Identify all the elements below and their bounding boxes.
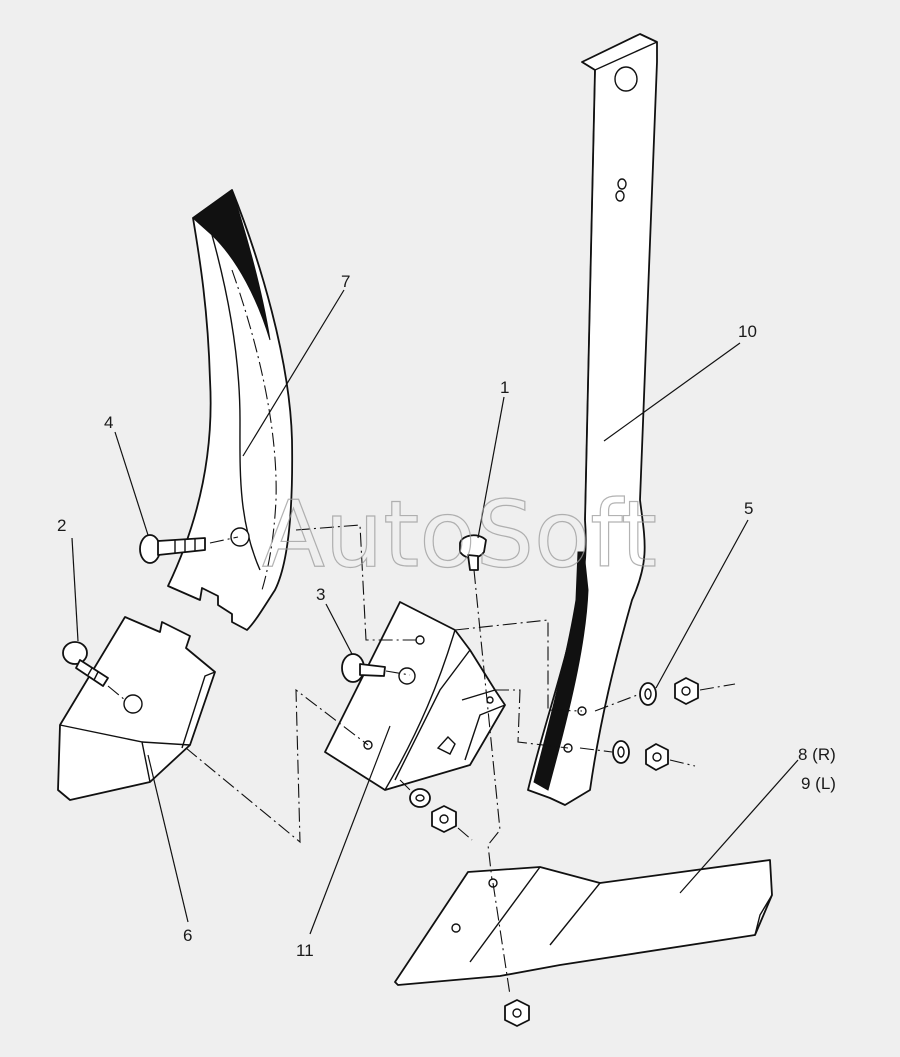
moldboard-bolt-hole [230, 527, 250, 547]
bracket-hole-d [486, 696, 494, 704]
assembly-centerlines [107, 524, 736, 996]
callout-8: 8 (R) [798, 745, 836, 764]
shank-top-hole [614, 66, 638, 92]
callout-10: 10 [738, 322, 757, 341]
callout-1: 1 [500, 378, 509, 397]
bracket-hole-b [398, 667, 416, 685]
leader-lines [71, 289, 799, 935]
part-6-wing-plate [57, 616, 216, 801]
watermark: AutoSoft [262, 481, 657, 588]
shank-hole-a [617, 178, 627, 190]
callout-4: 4 [104, 413, 113, 432]
share-hole-b [451, 923, 461, 933]
shank-wear-strip [533, 551, 589, 791]
bolt-1 [459, 534, 487, 571]
bolt-2 [62, 641, 109, 687]
wing-bolt-hole [123, 694, 143, 714]
part-11-bracket [324, 601, 506, 791]
callout-9: 9 (L) [801, 774, 836, 793]
part-7-moldboard [167, 189, 294, 631]
callout-6: 6 [183, 926, 192, 945]
part-8-9-share [394, 859, 773, 986]
callout-5: 5 [744, 499, 753, 518]
callout-11: 11 [296, 941, 314, 960]
bolt-4 [139, 534, 206, 564]
moldboard-dark-edge [192, 189, 271, 341]
callout-3: 3 [316, 585, 325, 604]
shank-hole-b [615, 190, 625, 202]
callout-7: 7 [341, 272, 350, 291]
share-nut [504, 999, 530, 1027]
part-10-shank [527, 33, 658, 806]
bolt-3 [341, 653, 386, 683]
part-5-washers-nuts [612, 677, 699, 771]
callout-2: 2 [57, 516, 66, 535]
bracket-washer-nut [409, 788, 457, 833]
bracket-hole-a [415, 635, 425, 645]
